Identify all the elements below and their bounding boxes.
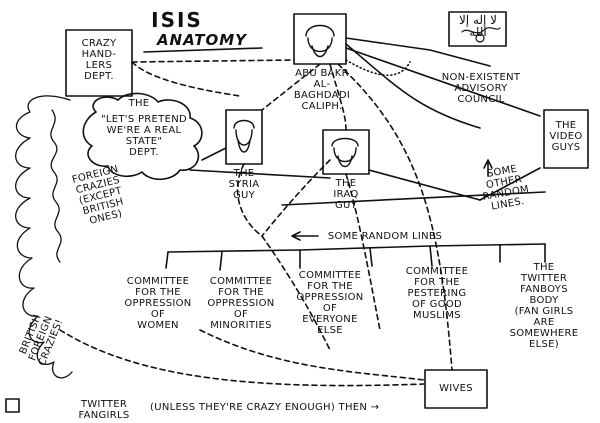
unless-crazy-enough-label: (UNLESS THEY'RE CRAZY ENOUGH) THEN → (150, 402, 380, 413)
committee-oppression-women: COMMITTEE FOR THE OPPRESSION OF WOMEN (124, 276, 192, 331)
iraq-guy-label: THE IRAQ GUY (333, 178, 359, 211)
council-flag-box (448, 11, 507, 47)
syria-guy-label: THE SYRIA GUY (228, 168, 260, 201)
twitter-fangirls-label: TWITTER FANGIRLS (78, 399, 130, 421)
fangirls-legend-box (5, 398, 20, 413)
baghdadi-face (305, 24, 335, 58)
council-arabic-text: لا إله إلا الله (458, 13, 498, 39)
syria-portrait-box (225, 109, 263, 165)
diagram-title-line1: ISIS (151, 8, 203, 32)
committee-oppression-minorities: COMMITTEE FOR THE OPPRESSION OF MINORITI… (207, 276, 275, 331)
pretend-state-cloud (82, 92, 203, 181)
diagram-title-line2: ANATOMY (156, 31, 248, 49)
some-random-lines-label: SOME RANDOM LINES (327, 231, 443, 242)
flag-sketch (461, 27, 501, 43)
council-label: NON-EXISTENT ADVISORY COUNCIL (441, 72, 521, 105)
committee-oppression-everyone: COMMITTEE FOR THE OPPRESSION OF EVERYONE… (296, 270, 364, 336)
twitter-fanboys-label: THE TWITTER FANBOYS BODY (FAN GIRLS ARE … (509, 262, 579, 350)
wives-box (424, 369, 488, 409)
iraq-portrait-box (322, 129, 370, 175)
video-guys-label: THE VIDEO GUYS (549, 120, 583, 153)
committee-bar (167, 243, 546, 253)
iraq-face (331, 137, 359, 168)
crazy-handlers-label: CRAZY HAND- LERS DEPT. (81, 38, 117, 82)
baghdadi-label: ABU BAKR AL-BAGHDADI CALIPH. (293, 68, 351, 112)
pretend-state-label: "LET'S PRETEND WE'RE A REAL STATE" DEPT. (101, 114, 187, 158)
committee-pestering-muslims: COMMITTEE FOR THE PESTERING OF GOOD MUSL… (405, 266, 469, 321)
syria-face (233, 119, 255, 153)
the-label: THE (128, 98, 150, 109)
video-guys-box (543, 109, 589, 169)
wives-label: WIVES (439, 383, 473, 394)
squiggle-chain (15, 95, 73, 379)
